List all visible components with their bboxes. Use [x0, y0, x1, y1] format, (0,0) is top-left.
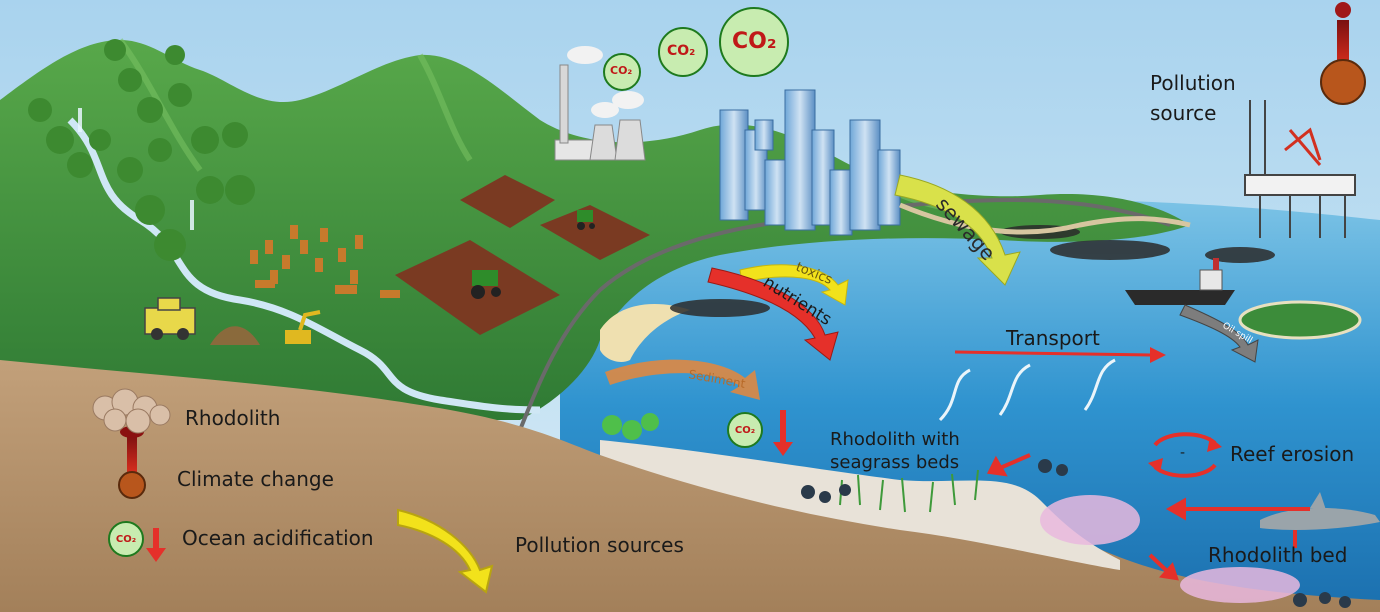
city-buildings — [719, 89, 901, 236]
tractor-2 — [577, 210, 595, 230]
legend-ocean-acidification-label: Ocean acidification — [182, 526, 374, 550]
forest — [28, 39, 255, 261]
pollution-sources-arrow — [397, 508, 494, 594]
farm-field-2 — [540, 205, 650, 260]
co2-cloud-small — [603, 53, 641, 91]
coastal-plants — [602, 413, 659, 440]
reef-erosion-sign: - — [1180, 445, 1186, 461]
excavator — [285, 310, 321, 344]
thermometer-top — [1320, 2, 1366, 105]
cut-logs — [250, 225, 400, 298]
shark — [1260, 492, 1380, 530]
thermometer-legend — [118, 426, 146, 499]
acidification-arrow-sea — [773, 410, 793, 456]
road — [518, 197, 1171, 431]
legend-rhodolith-label: Rhodolith — [185, 406, 281, 430]
legend-climate-change-label: Climate change — [177, 467, 334, 491]
tractor-1 — [471, 270, 501, 299]
river — [67, 117, 541, 414]
rhodolith-nodules — [801, 459, 1351, 608]
farm-field-1 — [460, 175, 555, 228]
reef-erosion-arrowhead-2 — [1148, 458, 1163, 473]
transport-arrow — [954, 347, 1166, 363]
co2-label-large: CO₂ — [732, 29, 777, 54]
rhodolith-seagrass-label: Rhodolith with seagrass beds — [830, 429, 960, 474]
dirt-pile — [210, 326, 260, 345]
co2-badge-legend: CO₂ — [108, 521, 144, 557]
co2-badge-legend-label: CO₂ — [115, 533, 137, 545]
co2-label-small: CO₂ — [610, 64, 633, 77]
reef-impact-arrows — [986, 453, 1310, 581]
waterfalls — [78, 108, 194, 230]
oil-slicks — [670, 225, 1275, 317]
co2-badge-sea-label: CO₂ — [734, 424, 756, 436]
rhodolith-bed-pink — [1040, 495, 1300, 603]
pollution-sources-label: Pollution sources — [515, 533, 684, 557]
factory — [554, 46, 646, 161]
co2-cloud-large — [719, 7, 789, 77]
rhodolith-icon — [92, 388, 171, 434]
ship — [1125, 258, 1235, 305]
transport-label: Transport — [1006, 326, 1100, 350]
water-streaks — [938, 358, 1116, 422]
beach — [600, 304, 690, 362]
island — [1238, 300, 1362, 340]
co2-label-medium: CO₂ — [667, 43, 696, 59]
rhodolith-bed-label: Rhodolith bed — [1208, 543, 1348, 567]
co2-badge-sea: CO₂ — [727, 412, 763, 448]
pollution-source-label: Pollution source — [1150, 71, 1236, 125]
seagrass-bed — [839, 469, 979, 513]
coastline-right — [899, 202, 1191, 235]
bulldozer — [144, 297, 196, 340]
reef-erosion-arrowhead-1 — [1207, 437, 1222, 452]
co2-cloud-medium — [658, 27, 708, 77]
oil-rig — [1244, 100, 1356, 238]
acidification-arrow-legend — [146, 528, 166, 562]
reef-erosion-label: Reef erosion — [1230, 442, 1355, 466]
